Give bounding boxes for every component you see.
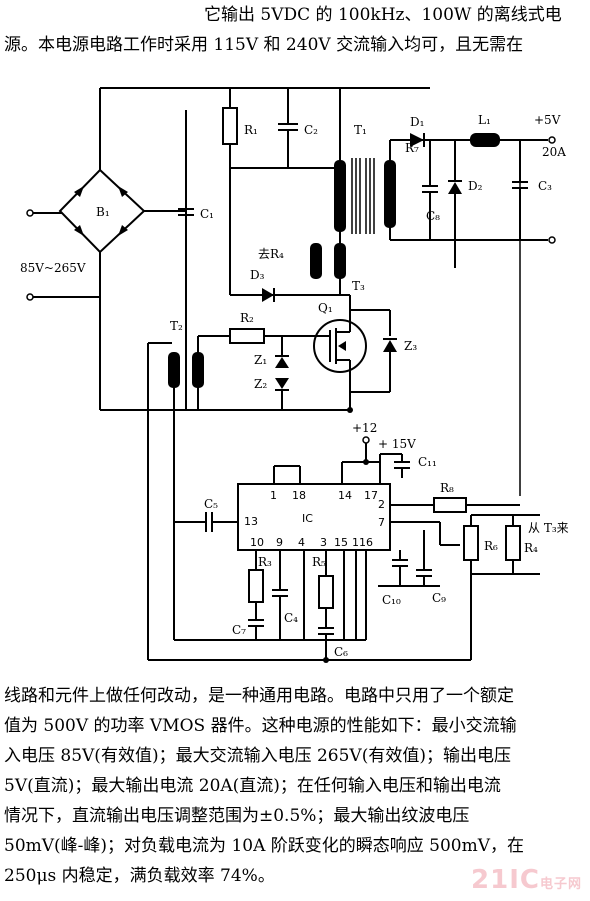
- ic-chip: [237, 483, 391, 551]
- r6-resistor: [463, 525, 479, 561]
- t3-label: T₃: [352, 279, 365, 293]
- d3-diode: [262, 288, 274, 302]
- r5-label: R₅: [312, 555, 326, 569]
- outro-line-6: 50mV(峰-峰)；对负载电流为 10A 阶跃变化的瞬态响应 500mV，在: [4, 836, 525, 856]
- z3-zener: [383, 340, 397, 352]
- z1-zener: [275, 357, 289, 368]
- pin-7: 7: [378, 516, 385, 529]
- pin-3: 3: [320, 536, 327, 549]
- z2-label: Z₂: [254, 377, 267, 391]
- pin-4: 4: [298, 536, 305, 549]
- b1-label: B₁: [96, 205, 110, 219]
- plus12-label: +12: [352, 421, 377, 435]
- c11-label: C₁₁: [418, 455, 437, 469]
- r8-label: R₈: [440, 481, 454, 495]
- z3-label: Z₃: [404, 339, 417, 353]
- l1-inductor: [470, 133, 500, 147]
- d1-diode: [410, 133, 424, 147]
- c9-label: C₉: [432, 591, 446, 605]
- outro-paragraph: 线路和元件上做任何改动，是一种通用电路。电路中只用了一个额定 值为 500V 的…: [4, 681, 586, 891]
- c7-label: C₇: [232, 623, 246, 637]
- intro-line-2: 源。本电源电路工作时采用 115V 和 240V 交流输入均可，且无需在: [4, 35, 524, 55]
- l1-label: L₁: [478, 113, 491, 127]
- t1-label: T₁: [354, 123, 367, 137]
- watermark-sub: 电子网: [539, 877, 582, 892]
- pin-1: 1: [270, 489, 277, 502]
- pin-14: 14: [338, 489, 352, 502]
- circuit-schematic: B₁ 85V~265V C₁ R₁ C₂ T₁ 去R₄ T₃ D₃: [20, 87, 569, 663]
- r4-label: R₄: [524, 541, 538, 555]
- from-t3-label: 从 T₃来: [528, 521, 569, 535]
- outro-line-2: 值为 500V 的功率 VMOS 器件。这种电源的性能如下：最小交流输: [4, 716, 517, 736]
- t1-transformer: [334, 158, 396, 234]
- t2-primary: [168, 352, 180, 388]
- q1-mosfet: [313, 318, 367, 374]
- outro-line-7: 250μs 内稳定，满负载效率 74%。: [4, 866, 275, 886]
- watermark-brand: 21IC: [471, 865, 540, 895]
- pin-15: 15: [334, 536, 348, 549]
- outro-line-5: 情况下，直流输出电压调整范围为±0.5%；最大输出纹波电压: [4, 806, 470, 826]
- input-range-label: 85V~265V: [20, 261, 86, 275]
- intro-line-1: 它输出 5VDC 的 100kHz、100W 的离线式电: [204, 5, 562, 25]
- outro-line-4: 5V(直流)；最大输出电流 20A(直流)；在任何输入电压和输出电流: [4, 776, 501, 796]
- outro-line-3: 入电压 85V(有效值)；最大交流输入电压 265V(有效值)；输出电压: [4, 746, 511, 766]
- outro-line-1: 线路和元件上做任何改动，是一种通用电路。电路中只用了一个额定: [4, 686, 514, 706]
- r5-resistor: [318, 575, 334, 609]
- plus15v-label: + 15V: [378, 437, 416, 451]
- r8-resistor: [433, 497, 467, 513]
- r2-resistor: [229, 328, 265, 344]
- pin-6: 6: [366, 536, 373, 549]
- d1-label: D₁: [410, 115, 424, 129]
- pin-11: 11: [352, 536, 366, 549]
- r1-resistor: [222, 107, 238, 145]
- d3-label: D₃: [250, 268, 265, 282]
- ac-input: [26, 209, 101, 301]
- c6-label: C₆: [334, 645, 348, 659]
- c1-capacitor: [178, 208, 194, 216]
- r4-resistor: [505, 525, 521, 561]
- z2-zener: [275, 378, 289, 389]
- r3-resistor: [248, 569, 264, 603]
- c2-label: C₂: [304, 123, 318, 137]
- c5-label: C₅: [204, 497, 218, 511]
- t2-label: T₂: [170, 319, 183, 333]
- c10-label: C₁₀: [382, 593, 401, 607]
- plus5v-label: +5V: [534, 113, 561, 127]
- c1-label: C₁: [200, 207, 214, 221]
- pin-10: 10: [250, 536, 264, 549]
- pin-2: 2: [378, 498, 385, 511]
- r6-label: R₆: [484, 539, 498, 553]
- c4-label: C₄: [284, 611, 298, 625]
- ic-label: IC: [302, 512, 313, 525]
- z1-label: Z₁: [254, 353, 267, 367]
- c3-label: C₃: [538, 179, 552, 193]
- pin-18: 18: [292, 489, 306, 502]
- pin-17: 17: [364, 489, 378, 502]
- watermark-logo: 21IC电子网: [471, 865, 582, 895]
- r7-label: R₇: [405, 141, 419, 155]
- t3-winding: [334, 243, 346, 279]
- to-r4-winding: [310, 243, 322, 279]
- amps-label: 20A: [542, 145, 566, 159]
- c8-label: C₈: [426, 209, 440, 223]
- r2-label: R₂: [240, 311, 254, 325]
- t2-secondary: [192, 352, 204, 388]
- pin-9: 9: [276, 536, 283, 549]
- to-r4-label: 去R₄: [258, 247, 284, 261]
- r3-label: R₃: [258, 555, 272, 569]
- d2-label: D₂: [468, 179, 483, 193]
- d2-diode: [448, 182, 462, 194]
- q1-label: Q₁: [318, 301, 333, 315]
- r1-label: R₁: [244, 123, 258, 137]
- intro-paragraph: 它输出 5VDC 的 100kHz、100W 的离线式电 源。本电源电路工作时采…: [4, 0, 586, 60]
- pin-13: 13: [244, 515, 258, 528]
